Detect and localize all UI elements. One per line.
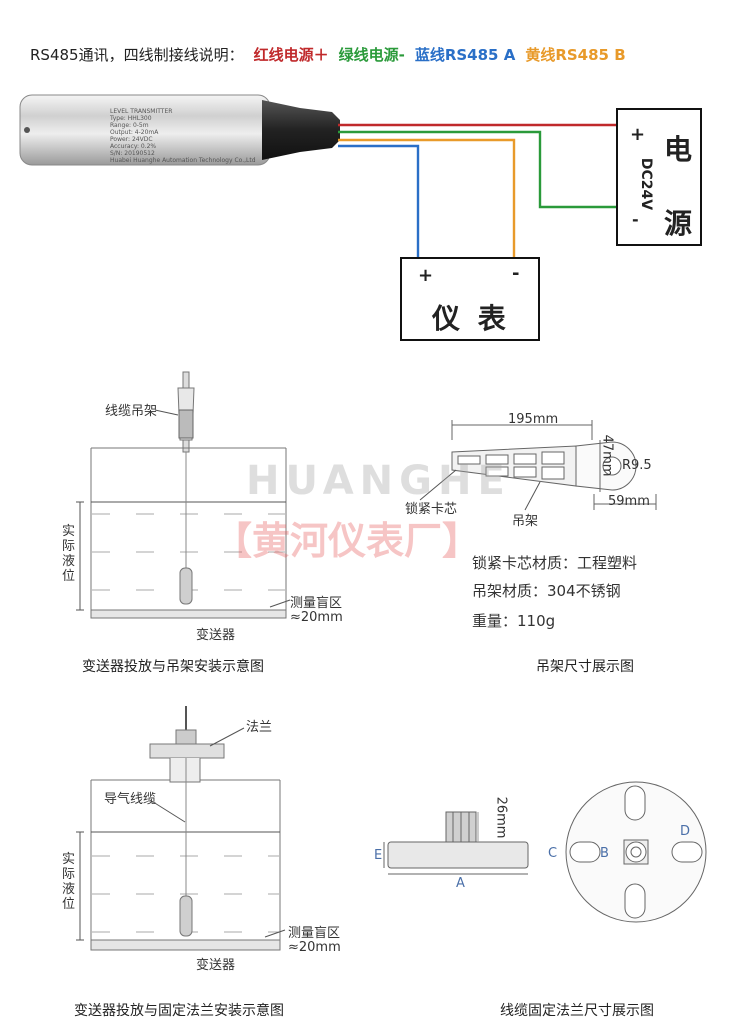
blue-wire bbox=[338, 144, 420, 258]
d3-blind-label: 测量盲区 bbox=[288, 926, 341, 941]
sensor-line: S/N: 20190512 bbox=[110, 150, 155, 157]
power-plus: + bbox=[630, 124, 646, 145]
diagram3-tank bbox=[76, 706, 286, 951]
header-red-wire: 红线电源＋ bbox=[253, 46, 329, 64]
d3-blind-value: ≈20mm bbox=[288, 940, 341, 955]
d3-flange-label: 法兰 bbox=[246, 720, 273, 735]
d1-hanger-label: 线缆吊架 bbox=[105, 404, 158, 419]
wiring-header: RS485通讯，四线制接线说明： 红线电源＋ 绿线电源- 蓝线RS485 A 黄线RS4… bbox=[30, 44, 636, 65]
d3-transmitter-label: 变送器 bbox=[196, 958, 236, 973]
d2-spec-hanger: 吊架材质：304不锈钢 bbox=[472, 582, 621, 600]
diagram4-flange bbox=[383, 781, 707, 923]
power-voltage: DC24V bbox=[638, 157, 655, 211]
power-minus: - bbox=[632, 210, 639, 229]
power-supply-box: + DC24V - 电 源 bbox=[616, 108, 702, 246]
meter-minus: - bbox=[512, 263, 520, 284]
d4-height: 26mm bbox=[493, 796, 509, 839]
yellow-wire bbox=[338, 138, 516, 258]
sensor-line: Accuracy: 0.2% bbox=[110, 143, 157, 150]
power-title-2: 源 bbox=[664, 207, 693, 240]
sensor-line: Range: 0-5m bbox=[110, 122, 149, 129]
d1-transmitter-label: 变送器 bbox=[196, 628, 236, 643]
d4-caption: 线缆固定法兰尺寸展示图 bbox=[500, 1003, 654, 1019]
watermark-latin: HUANGHE bbox=[246, 458, 511, 504]
d2-length: 195mm bbox=[508, 412, 559, 427]
d2-hanger-label: 吊架 bbox=[512, 514, 539, 529]
d2-spec-core: 锁紧卡芯材质：工程塑料 bbox=[472, 554, 638, 572]
d2-caption: 吊架尺寸展示图 bbox=[536, 659, 634, 675]
d4-e: E bbox=[374, 848, 383, 863]
d2-core-label: 锁紧卡芯 bbox=[405, 502, 458, 517]
green-wire bbox=[338, 130, 618, 209]
sensor-line: Type: HHL300 bbox=[110, 115, 152, 122]
d2-height: 47mm bbox=[599, 434, 615, 477]
sensor-line: Output: 4-20mA bbox=[110, 129, 159, 136]
d4-b: B bbox=[600, 846, 609, 861]
meter-box: + - 仪 表 bbox=[400, 257, 540, 341]
d3-caption: 变送器投放与固定法兰安装示意图 bbox=[74, 1003, 284, 1019]
sensor-maker: Huabei Huanghe Automation Technology Co.… bbox=[110, 157, 256, 164]
meter-plus: + bbox=[418, 265, 434, 286]
header-green-wire: 绿线电源- bbox=[338, 46, 405, 64]
d2-spec-weight: 重量：110g bbox=[472, 612, 556, 630]
d1-caption: 变送器投放与吊架安装示意图 bbox=[82, 659, 264, 675]
header-yellow-wire: 黄线RS485 B bbox=[525, 46, 626, 64]
sensor-line: Power: 24VDC bbox=[110, 136, 153, 143]
header-intro: RS485通讯，四线制接线说明： bbox=[30, 46, 244, 64]
d4-d: D bbox=[680, 824, 691, 839]
diagram2-hanger bbox=[419, 420, 657, 511]
power-title-1: 电 bbox=[664, 133, 693, 166]
d4-c: C bbox=[548, 846, 558, 861]
sensor-probe bbox=[19, 94, 340, 166]
sensor-label: LEVEL TRANSMITTER Type: HHL300 Range: 0-… bbox=[110, 108, 256, 164]
sensor-brand: LEVEL TRANSMITTER bbox=[110, 108, 173, 115]
d3-cable-label: 导气线缆 bbox=[104, 792, 157, 807]
d2-width: 59mm bbox=[608, 494, 650, 509]
wires bbox=[338, 123, 618, 258]
d3-level-label: 实际液位 bbox=[62, 852, 76, 912]
diagram1-tank bbox=[76, 371, 291, 619]
d1-blind-value: ≈20mm bbox=[290, 610, 343, 625]
header-blue-wire: 蓝线RS485 A bbox=[414, 46, 516, 64]
d1-blind-label: 测量盲区 bbox=[290, 596, 343, 611]
watermark-chinese: 【黄河仪表厂】 bbox=[214, 519, 481, 563]
meter-title: 仪 表 bbox=[432, 302, 510, 335]
d2-radius: R9.5 bbox=[622, 458, 652, 473]
d1-level-label: 实际液位 bbox=[62, 524, 76, 584]
d4-a: A bbox=[456, 876, 465, 891]
